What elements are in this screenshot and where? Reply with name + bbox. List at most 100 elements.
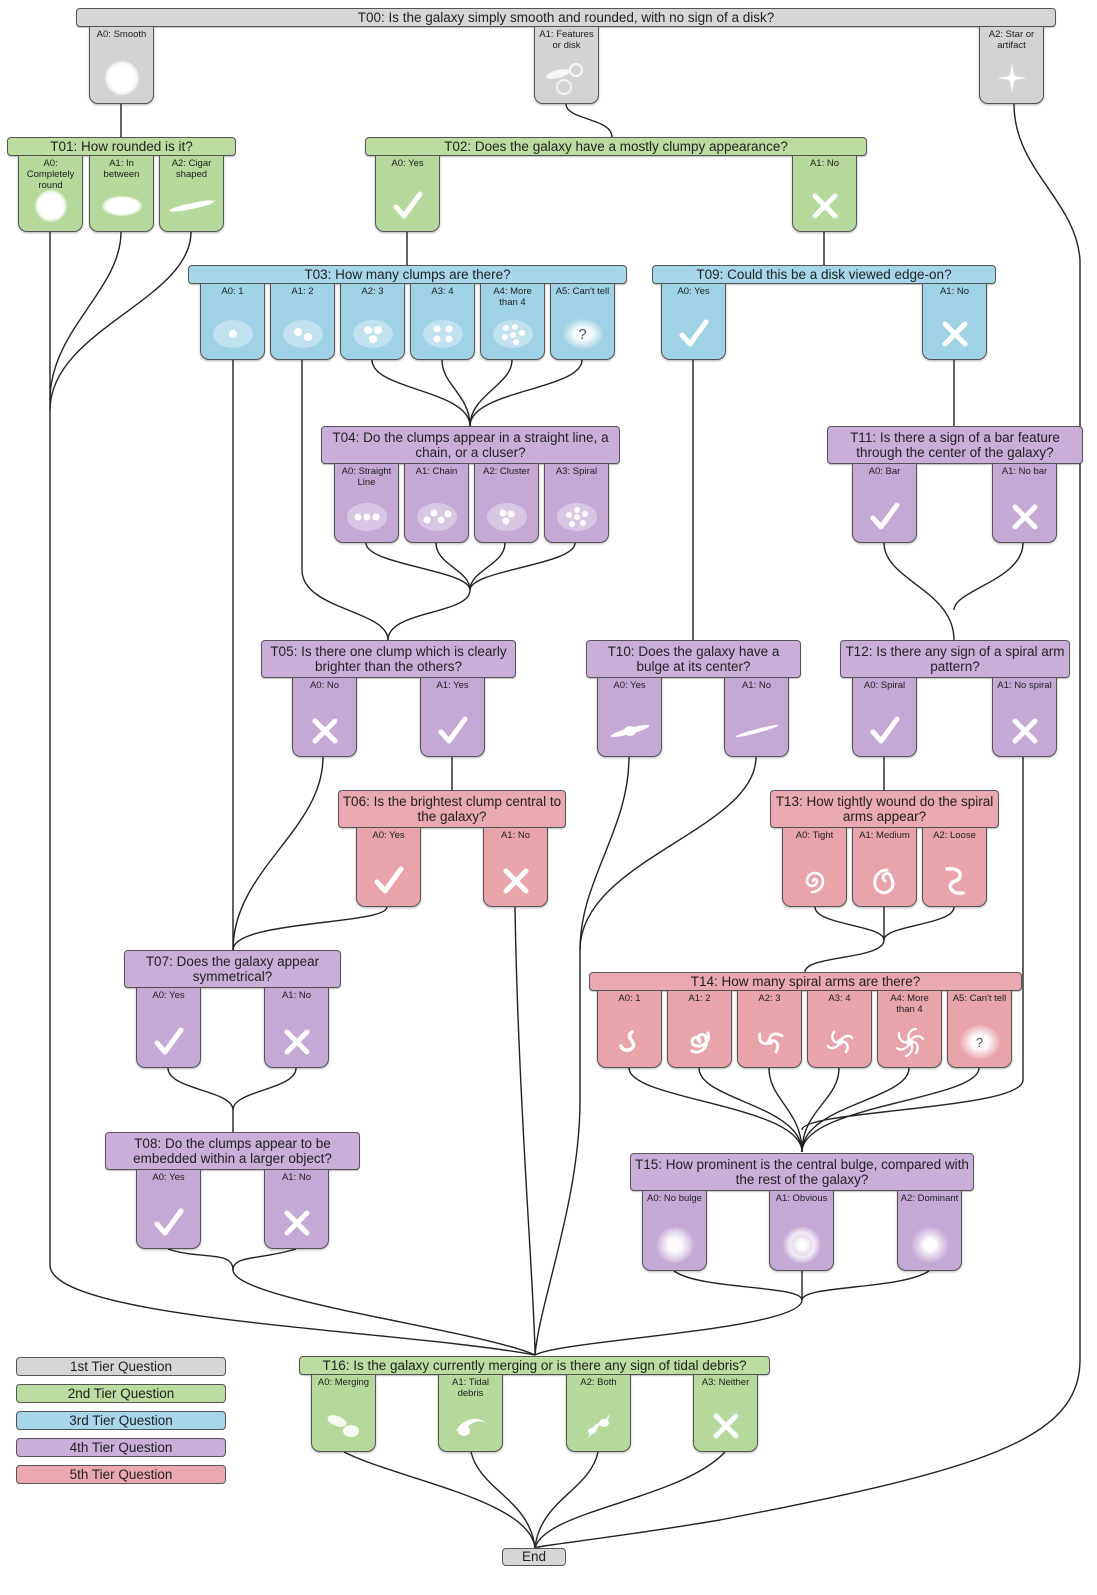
answer-t15-dominant[interactable]: A2: Dominant	[897, 1191, 962, 1271]
chain-clumps-icon	[405, 498, 468, 536]
answer-t11-no-bar[interactable]: A1: No bar	[992, 464, 1057, 543]
dominant-bulge-icon	[898, 1226, 961, 1264]
answer-t00-star-or-artifact[interactable]: A2: Star or artifact	[979, 27, 1044, 104]
legend-tier-2: 2nd Tier Question	[16, 1384, 226, 1403]
answer-t06-no[interactable]: A1: No	[483, 828, 548, 907]
answer-t01-cigar-shaped[interactable]: A2: Cigar shaped	[159, 156, 224, 232]
answer-label: A2: 3	[341, 284, 404, 297]
answer-t15-no-bulge[interactable]: A0: No bulge	[642, 1191, 707, 1271]
question-t06: T06: Is the brightest clump central to t…	[338, 790, 566, 828]
question-t07: T07: Does the galaxy appear symmetrical?	[124, 950, 341, 988]
answer-t14-2[interactable]: A1: 2	[667, 991, 732, 1068]
answer-t02-yes[interactable]: A0: Yes	[375, 156, 440, 232]
disk-galaxies-icon	[535, 59, 598, 97]
two-clumps-icon	[271, 315, 334, 353]
answer-t04-cluster[interactable]: A2: Cluster	[474, 464, 539, 543]
answer-label: A3: 4	[411, 284, 474, 297]
answer-t11-bar[interactable]: A0: Bar	[852, 464, 917, 543]
answer-t10-yes[interactable]: A0: Yes	[597, 678, 662, 757]
question-t08: T08: Do the clumps appear to be embedded…	[105, 1132, 360, 1170]
one-arm-spiral-icon	[598, 1023, 661, 1061]
answer-label: A1: 2	[668, 991, 731, 1004]
answer-t16-merging[interactable]: A0: Merging	[311, 1375, 376, 1452]
answer-label: A0: Yes	[598, 678, 661, 691]
answer-t03-cant-tell[interactable]: A5: Can't tell ?	[550, 284, 615, 360]
answer-label: A2: Both	[567, 1375, 630, 1388]
four-clumps-icon	[411, 315, 474, 353]
answer-t16-neither[interactable]: A3: Neither	[693, 1375, 758, 1452]
one-clump-icon	[201, 315, 264, 353]
legend-tier-4: 4th Tier Question	[16, 1438, 226, 1457]
answer-t03-4[interactable]: A3: 4	[410, 284, 475, 360]
round-galaxy-icon	[19, 187, 82, 225]
merging-galaxies-icon	[312, 1407, 375, 1445]
answer-t07-yes[interactable]: A0: Yes	[136, 988, 201, 1068]
answer-label: A1: Yes	[421, 678, 484, 691]
question-t11: T11: Is there a sign of a bar feature th…	[827, 426, 1083, 464]
answer-label: A0: Straight Line	[335, 464, 398, 488]
answer-label: A0: Spiral	[853, 678, 916, 691]
answer-t16-tidal-debris[interactable]: A1: Tidal debris	[438, 1375, 503, 1452]
answer-label: A0: Yes	[357, 828, 420, 841]
answer-label: A1: No spiral	[993, 678, 1056, 691]
answer-t14-3[interactable]: A2: 3	[737, 991, 802, 1068]
checkmark-icon	[853, 712, 916, 750]
answer-t14-1[interactable]: A0: 1	[597, 991, 662, 1068]
question-t02: T02: Does the galaxy have a mostly clump…	[365, 137, 867, 156]
question-t14: T14: How many spiral arms are there?	[589, 972, 1022, 991]
tidal-debris-icon	[439, 1407, 502, 1445]
answer-t16-both[interactable]: A2: Both	[566, 1375, 631, 1452]
merging-with-debris-icon	[567, 1407, 630, 1445]
edge-on-bulge-icon	[598, 712, 661, 750]
answer-t04-straight-line[interactable]: A0: Straight Line	[334, 464, 399, 543]
answer-t14-4[interactable]: A3: 4	[807, 991, 872, 1068]
answer-t01-completely-round[interactable]: A0: Completely round	[18, 156, 83, 232]
no-bulge-icon	[643, 1226, 706, 1264]
answer-t13-medium[interactable]: A1: Medium	[852, 828, 917, 907]
answer-t12-spiral[interactable]: A0: Spiral	[852, 678, 917, 757]
answer-label: A2: Star or artifact	[980, 27, 1043, 51]
answer-t13-tight[interactable]: A0: Tight	[782, 828, 847, 907]
answer-label: A1: Obvious	[770, 1191, 833, 1204]
answer-t03-1[interactable]: A0: 1	[200, 284, 265, 360]
answer-t10-no[interactable]: A1: No	[724, 678, 789, 757]
answer-label: A0: Yes	[376, 156, 439, 169]
answer-t03-2[interactable]: A1: 2	[270, 284, 335, 360]
answer-t03-more-than-4[interactable]: A4: More than 4	[480, 284, 545, 360]
answer-label: A2: Loose	[923, 828, 986, 841]
answer-label: A1: No	[725, 678, 788, 691]
answer-label: A1: No	[265, 1170, 328, 1183]
answer-t01-in-between[interactable]: A1: In between	[89, 156, 154, 232]
answer-t06-yes[interactable]: A0: Yes	[356, 828, 421, 907]
four-arm-spiral-icon	[808, 1023, 871, 1061]
answer-t07-no[interactable]: A1: No	[264, 988, 329, 1068]
answer-t00-smooth[interactable]: A0: Smooth	[89, 27, 154, 104]
question-t09: T09: Could this be a disk viewed edge-on…	[652, 265, 996, 284]
question-t15: T15: How prominent is the central bulge,…	[630, 1153, 974, 1191]
answer-t14-more-than-4[interactable]: A4: More than 4	[877, 991, 942, 1068]
answer-label: A3: 4	[808, 991, 871, 1004]
answer-t05-no[interactable]: A0: No	[292, 678, 357, 757]
answer-t13-loose[interactable]: A2: Loose	[922, 828, 987, 907]
answer-label: A0: Completely round	[19, 156, 82, 191]
answer-t15-obvious[interactable]: A1: Obvious	[769, 1191, 834, 1271]
answer-t02-no[interactable]: A1: No	[792, 156, 857, 232]
answer-t03-3[interactable]: A2: 3	[340, 284, 405, 360]
answer-t04-spiral[interactable]: A3: Spiral	[544, 464, 609, 543]
answer-t00-features-or-disk[interactable]: A1: Features or disk	[534, 27, 599, 104]
answer-t14-cant-tell[interactable]: A5: Can't tell ?	[947, 991, 1012, 1068]
answer-t04-chain[interactable]: A1: Chain	[404, 464, 469, 543]
answer-t09-no[interactable]: A1: No	[922, 284, 987, 360]
answer-t05-yes[interactable]: A1: Yes	[420, 678, 485, 757]
answer-t12-no-spiral[interactable]: A1: No spiral	[992, 678, 1057, 757]
cross-icon	[484, 862, 547, 900]
answer-t09-yes[interactable]: A0: Yes	[661, 284, 726, 360]
answer-label: A0: Yes	[662, 284, 725, 297]
checkmark-icon	[376, 187, 439, 225]
answer-label: A5: Can't tell	[551, 284, 614, 297]
answer-label: A0: Bar	[853, 464, 916, 477]
answer-t08-no[interactable]: A1: No	[264, 1170, 329, 1249]
smooth-galaxy-icon	[90, 59, 153, 97]
answer-label: A1: No	[265, 988, 328, 1001]
answer-t08-yes[interactable]: A0: Yes	[136, 1170, 201, 1249]
